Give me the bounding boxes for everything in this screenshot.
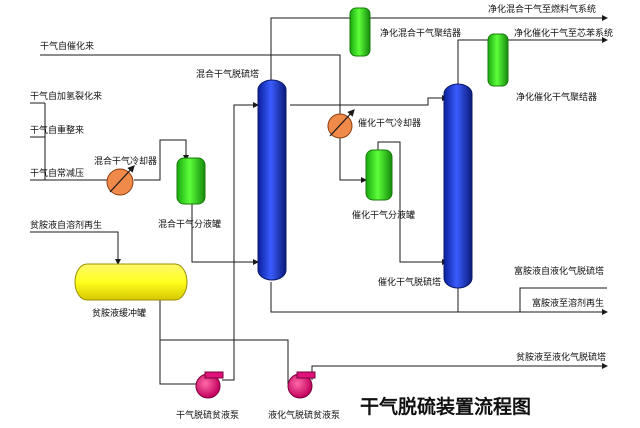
label-lpg-pump: 液化气脱硫贫液泵 — [268, 409, 340, 421]
label-mixed-coalescer: 净化混合干气聚结器 — [380, 27, 461, 39]
label-out-mixed-fuel: 净化混合干气至燃料气系统 — [488, 3, 596, 15]
catalytic-coalescer-vessel — [487, 33, 509, 87]
label-from-hydrocracking: 干气自加氢裂化来 — [30, 90, 102, 102]
pipe-cat-cooler-to-drum — [339, 134, 367, 183]
label-lean-to-lpg: 贫胺液至液化气脱硫塔 — [516, 351, 606, 363]
label-cat-coalescer: 净化催化干气聚结器 — [516, 91, 597, 103]
pipe-mixed-overhead — [270, 17, 360, 80]
diagram-title: 干气脱硫装置流程图 — [360, 395, 531, 418]
label-lean-amine-in: 贫胺液自溶剂再生 — [30, 219, 102, 231]
pipe-to-lpg-absorber — [311, 363, 608, 380]
pipe-catalytic-feed — [40, 54, 341, 118]
lpg-lean-pump — [287, 371, 316, 399]
pipe-to-benzene-system — [457, 37, 608, 84]
pipe-tank-to-pump1 — [159, 296, 196, 385]
label-from-catalytic: 干气自催化来 — [40, 40, 94, 52]
mixed-absorber-column — [257, 79, 287, 281]
label-from-vacuum: 干气自常减压 — [30, 167, 84, 179]
label-rich-to-lpg: 富胺液自液化气脱硫塔 — [514, 265, 604, 277]
dry-gas-lean-pump — [195, 371, 224, 399]
label-mixed-ko-drum: 混合干气分液罐 — [158, 218, 221, 230]
amine-surge-tank-vessel — [74, 263, 188, 301]
mixed-coalescer-vessel — [349, 7, 371, 57]
pipe-lean-to-cat-absorber — [290, 95, 448, 106]
label-mixed-cooler: 混合干气冷却器 — [94, 155, 157, 167]
pipe-lean-amine-in — [30, 231, 121, 265]
pipe-rich-amine-to-regen — [270, 282, 608, 315]
catalytic-absorber-column — [443, 83, 473, 289]
mixed-cooler-exchanger — [106, 165, 135, 196]
pipe-rich-from-lpg — [519, 287, 607, 312]
pipe-cat-drum-to-absorber — [377, 141, 448, 265]
label-out-catalytic: 净化催化干气至芯苯系统 — [514, 27, 613, 39]
pipe-pump1-to-mixed-absorber — [222, 102, 259, 381]
label-rich-to-regen: 富胺液至溶剂再生 — [532, 297, 604, 309]
catalytic-ko-drum-vessel — [365, 149, 393, 201]
label-cat-absorber: 催化干气脱硫塔 — [378, 276, 441, 288]
mixed-ko-drum-vessel — [176, 157, 206, 205]
pipe-mixed-drum-to-absorber — [191, 200, 259, 265]
catalytic-cooler-exchanger — [327, 109, 355, 139]
label-cat-cooler: 催化干气冷却器 — [358, 117, 421, 129]
label-cat-ko-drum: 催化干气分液罐 — [352, 209, 415, 221]
label-from-reformer: 干气自重整来 — [30, 124, 84, 136]
label-amine-surge-tank: 贫胺液缓冲罐 — [92, 307, 146, 319]
pipe-mixed-cooler-to-drum — [134, 139, 189, 181]
pipe-tank-to-pump2 — [160, 339, 289, 384]
pipes — [30, 15, 608, 385]
label-mixed-absorber: 混合干气脱硫塔 — [196, 68, 259, 80]
label-dry-gas-pump: 干气脱硫贫液泵 — [176, 409, 239, 421]
